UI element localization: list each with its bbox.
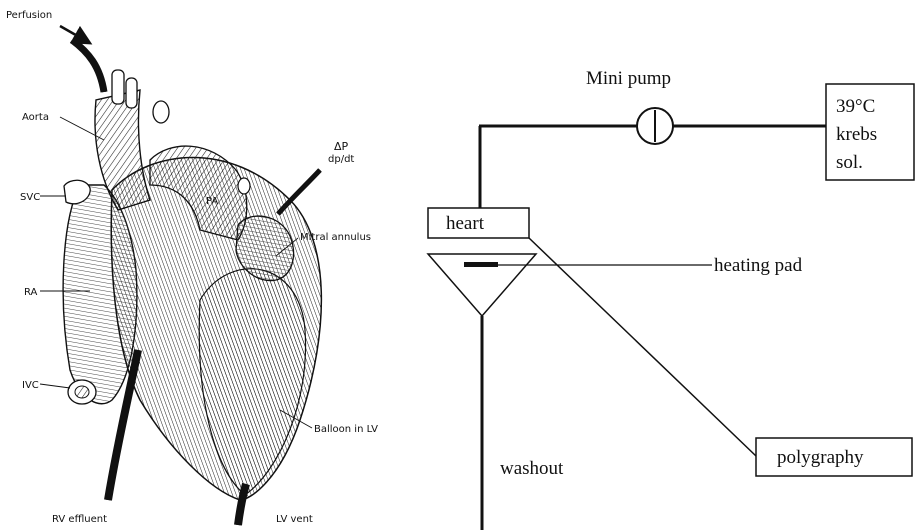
label-heart: heart (446, 213, 485, 234)
label-rv-effluent: RV effluent (52, 514, 107, 525)
label-ivc: IVC (22, 380, 39, 391)
label-washout: washout (500, 458, 564, 479)
aortic-branch (112, 70, 124, 104)
label-lv-vent: LV vent (276, 514, 313, 525)
label-ra: RA (24, 287, 38, 298)
leader-ivc (40, 384, 70, 388)
label-delta-p: ΔP (334, 140, 349, 153)
label-svc: SVC (20, 192, 40, 203)
label-pa: PA (206, 196, 218, 207)
label-balloon-in-lv: Balloon in LV (314, 424, 378, 435)
label-mitral-annulus: Mitral annulus (300, 232, 371, 243)
label-reservoir-sol: sol. (836, 152, 863, 173)
label-polygraphy: polygraphy (777, 447, 864, 468)
perfusion-schematic: Mini pump 39°C krebs sol. heart heating … (428, 68, 914, 530)
label-aorta: Aorta (22, 112, 49, 123)
label-reservoir-temp: 39°C (836, 96, 875, 117)
label-heating-pad: heating pad (714, 255, 803, 276)
label-mini-pump: Mini pump (586, 68, 671, 89)
perfusion-cannula (72, 40, 104, 92)
label-dp-dt: dp/dt (328, 154, 354, 165)
heating-pad-element (464, 262, 498, 267)
label-reservoir-krebs: krebs (836, 124, 877, 145)
label-perfusion: Perfusion (6, 10, 52, 21)
heart-illustration: Perfusion Aorta SVC PA ΔP dp/dt Mitral a… (6, 10, 378, 525)
